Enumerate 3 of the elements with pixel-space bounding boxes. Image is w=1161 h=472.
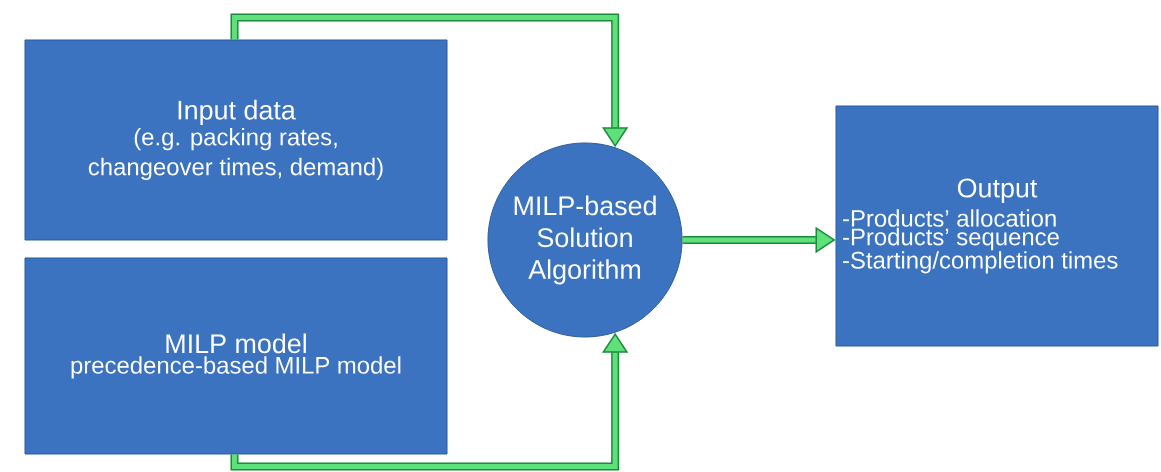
model-box: MILP model precedence-based MILP model (24, 257, 448, 455)
input-box: Input data (e.g. packing rates, changeover times, demand) (24, 39, 448, 241)
output-box: Output -Products’ allocation -Products’ sequence -Starting/completion times (835, 105, 1159, 347)
